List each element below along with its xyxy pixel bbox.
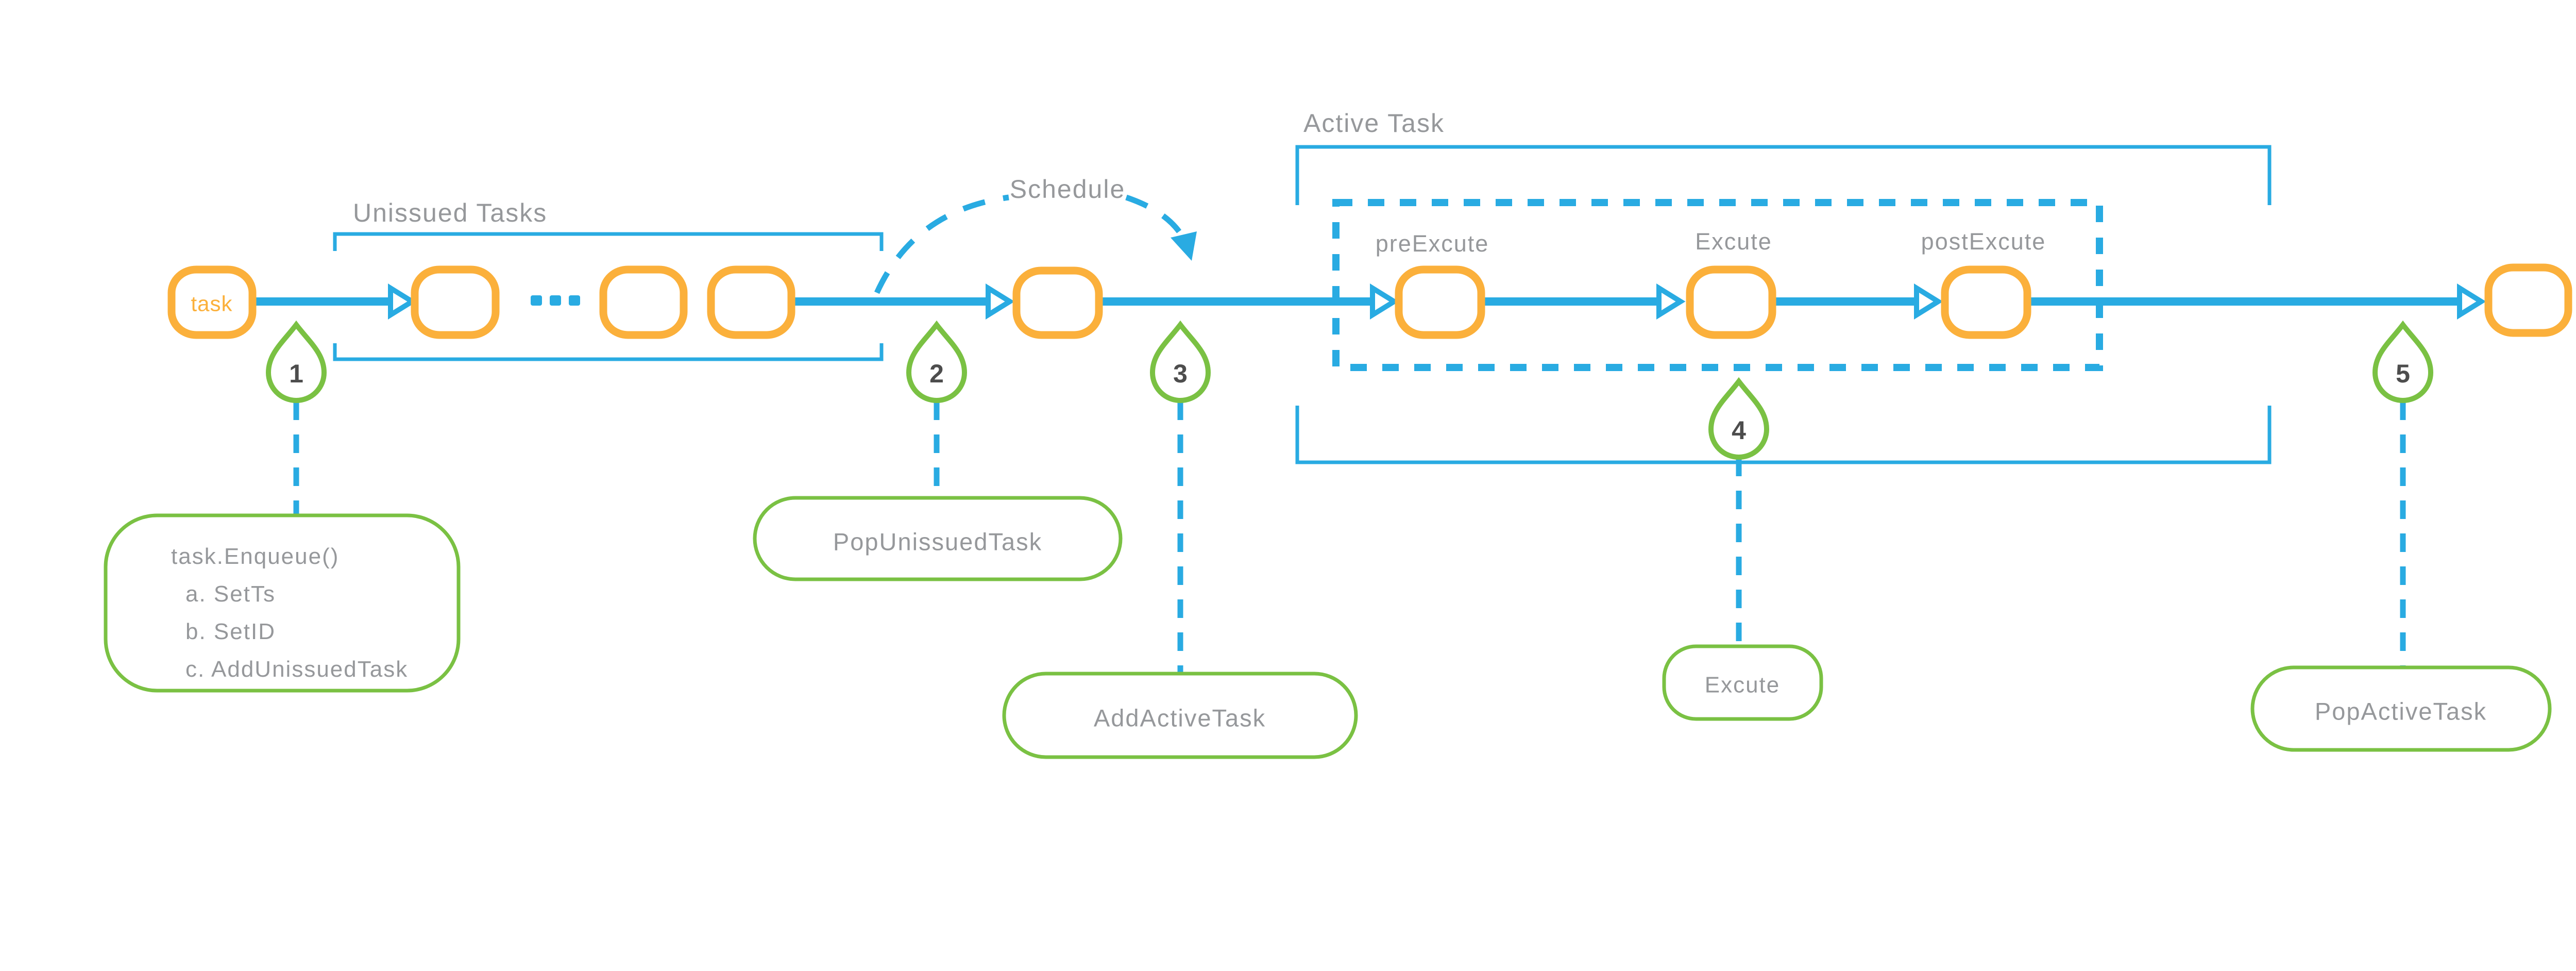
step-marker-1-number: 1 bbox=[289, 359, 303, 388]
callout-excute-label: Excute bbox=[1705, 673, 1781, 698]
callout-add-active-task: AddActiveTask bbox=[1002, 672, 1358, 759]
unissued-queue-node-3 bbox=[707, 265, 795, 339]
active-task-label: Active Task bbox=[1303, 109, 1445, 138]
unissued-tasks-bottom-bracket bbox=[333, 343, 884, 361]
step-marker-5: 5 bbox=[2372, 320, 2434, 403]
schedule-node bbox=[1012, 266, 1103, 339]
arrowhead-into-excute-icon bbox=[1656, 283, 1686, 320]
arrowhead-into-preexcute-icon bbox=[1370, 283, 1399, 320]
arrowhead-into-schedule-node-icon bbox=[986, 283, 1015, 320]
callout-task-enqueue-line-4: c. AddUnissuedTask bbox=[185, 657, 408, 682]
schedule-label: Schedule bbox=[1010, 175, 1126, 204]
task-node-label: task bbox=[191, 292, 232, 316]
step-marker-3-number: 3 bbox=[1173, 359, 1188, 388]
step-marker-2: 2 bbox=[906, 320, 968, 403]
excute-label: Excute bbox=[1695, 228, 1772, 255]
preexcute-label: preExcute bbox=[1376, 230, 1489, 257]
step-marker-4: 4 bbox=[1708, 377, 1770, 460]
task-node: task bbox=[167, 265, 257, 339]
arrowhead-into-postexcute-icon bbox=[1914, 283, 1943, 320]
arrowhead-into-queue-icon bbox=[388, 283, 417, 320]
active-task-dashed-box bbox=[1332, 199, 2103, 371]
callout-pop-unissued-task-label: PopUnissuedTask bbox=[833, 528, 1042, 556]
unissued-queue-node-2 bbox=[599, 265, 688, 339]
callout-pop-unissued-task: PopUnissuedTask bbox=[753, 496, 1123, 581]
callout-excute: Excute bbox=[1662, 644, 1823, 721]
callout-pop-active-task: PopActiveTask bbox=[2250, 665, 2552, 752]
queue-ellipsis-dots bbox=[531, 295, 580, 306]
schedule-arc-left bbox=[874, 194, 1009, 294]
done-node bbox=[2484, 263, 2572, 337]
preexcute-node bbox=[1395, 265, 1485, 339]
unissued-queue-node-1 bbox=[411, 265, 500, 339]
arrowhead-into-done-node-icon bbox=[2457, 283, 2486, 320]
postexcute-label: postExcute bbox=[1921, 228, 2046, 255]
callout-task-enqueue: task.Enqueue() a. SetTs b. SetID c. AddU… bbox=[104, 513, 461, 693]
schedule-arc-right bbox=[1125, 194, 1193, 255]
step-marker-5-number: 5 bbox=[2396, 359, 2410, 388]
unissued-tasks-top-bracket bbox=[333, 232, 884, 251]
unissued-tasks-label: Unissued Tasks bbox=[353, 198, 547, 227]
active-task-bottom-bracket bbox=[1295, 406, 2272, 464]
callout-task-enqueue-line-1: task.Enqueue() bbox=[171, 544, 339, 569]
callout-task-enqueue-line-3: b. SetID bbox=[185, 619, 276, 644]
excute-node bbox=[1686, 265, 1776, 339]
callout-task-enqueue-line-2: a. SetTs bbox=[185, 581, 276, 607]
step-marker-4-number: 4 bbox=[1732, 416, 1746, 445]
callout-pop-active-task-label: PopActiveTask bbox=[2315, 698, 2487, 725]
step-marker-2-number: 2 bbox=[929, 359, 944, 388]
schedule-arc-arrowhead-icon bbox=[1171, 231, 1197, 261]
callout-add-active-task-label: AddActiveTask bbox=[1094, 705, 1266, 732]
active-task-top-bracket bbox=[1295, 145, 2272, 205]
postexcute-node bbox=[1941, 265, 2031, 339]
step-marker-3: 3 bbox=[1149, 320, 1211, 403]
step-marker-1: 1 bbox=[265, 320, 327, 403]
